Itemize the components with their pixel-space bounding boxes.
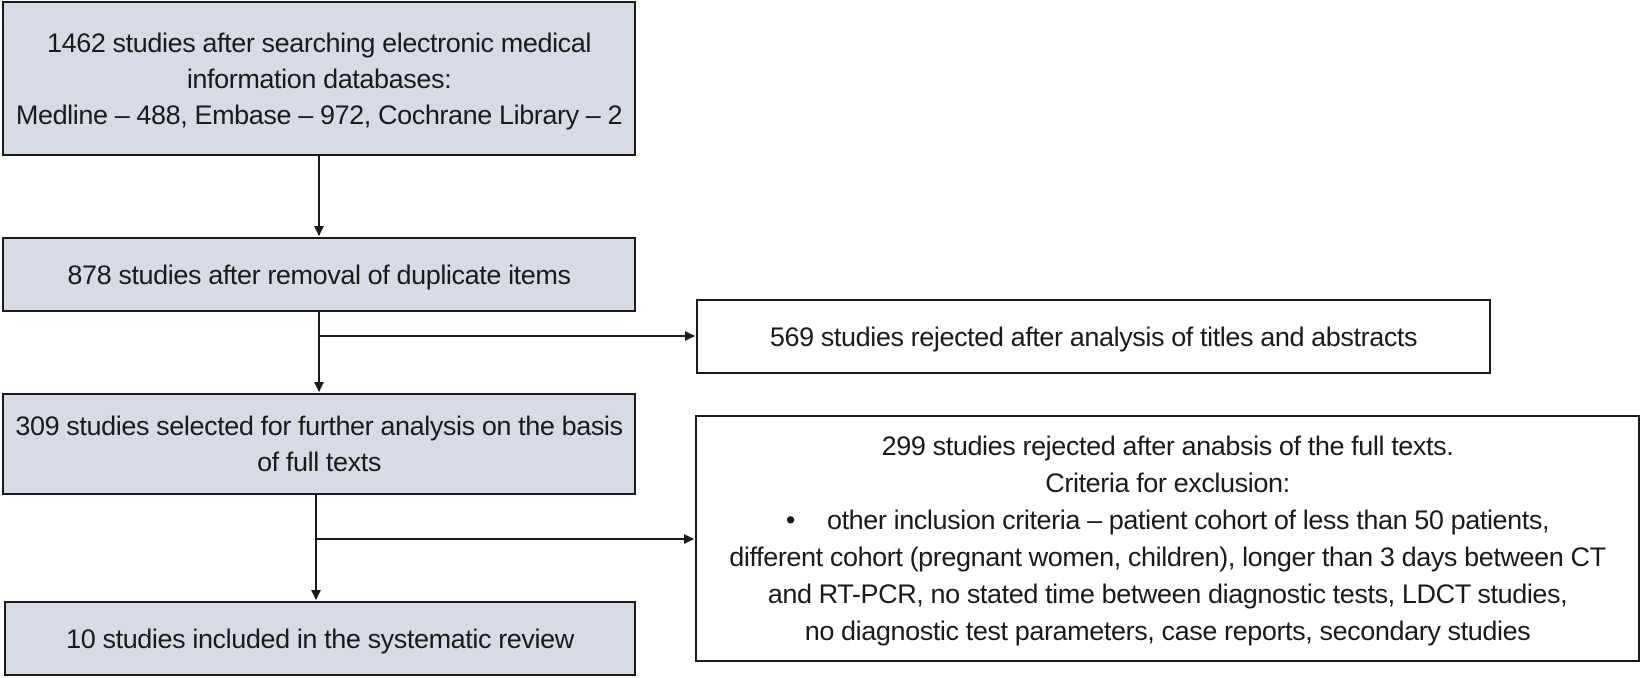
search-results-box: 1462 studies after searching electronic … <box>2 1 636 156</box>
selected-full-text-line-1: 309 studies selected for further analysi… <box>15 411 623 441</box>
included-studies-box: 10 studies included in the systematic re… <box>4 601 636 676</box>
rejected-titles-abstracts-box: 569 studies rejected after analysis of t… <box>696 299 1491 374</box>
duplicates-removed-box: 878 studies after removal of duplicate i… <box>2 237 636 312</box>
selected-full-text-line-2: of full texts <box>257 447 381 477</box>
included-studies-text: 10 studies included in the systematic re… <box>66 623 574 654</box>
rejected-full-text-heading: 299 studies rejected after anabsis of th… <box>881 430 1454 461</box>
search-results-line-1: 1462 studies after searching electronic … <box>46 27 591 58</box>
exclusion-criteria-line-1-text: other inclusion criteria – patient cohor… <box>826 504 1550 535</box>
selected-full-text-box: 309 studies selected for further analysi… <box>2 393 636 495</box>
exclusion-criteria-line-1: • other inclusion criteria – patient coho… <box>785 502 1550 539</box>
duplicates-removed-text: 878 studies after removal of duplicate i… <box>67 259 571 290</box>
bullet-icon: • <box>785 504 795 535</box>
exclusion-criteria-line-3: and RT-PCR, no stated time between diagn… <box>767 578 1568 609</box>
exclusion-criteria-label: Criteria for exclusion: <box>1045 467 1290 498</box>
exclusion-criteria-line-4: no diagnostic test parameters, case repo… <box>804 615 1531 646</box>
rejected-full-text-box: 299 studies rejected after anabsis of th… <box>695 415 1640 662</box>
search-results-line-3: Medline – 488, Embase – 972, Cochrane Li… <box>15 99 623 130</box>
exclusion-criteria-line-2: different cohort (pregnant women, childr… <box>729 541 1606 572</box>
rejected-titles-abstracts-text: 569 studies rejected after analysis of t… <box>769 321 1418 352</box>
search-results-line-2: information databases: <box>186 63 452 94</box>
